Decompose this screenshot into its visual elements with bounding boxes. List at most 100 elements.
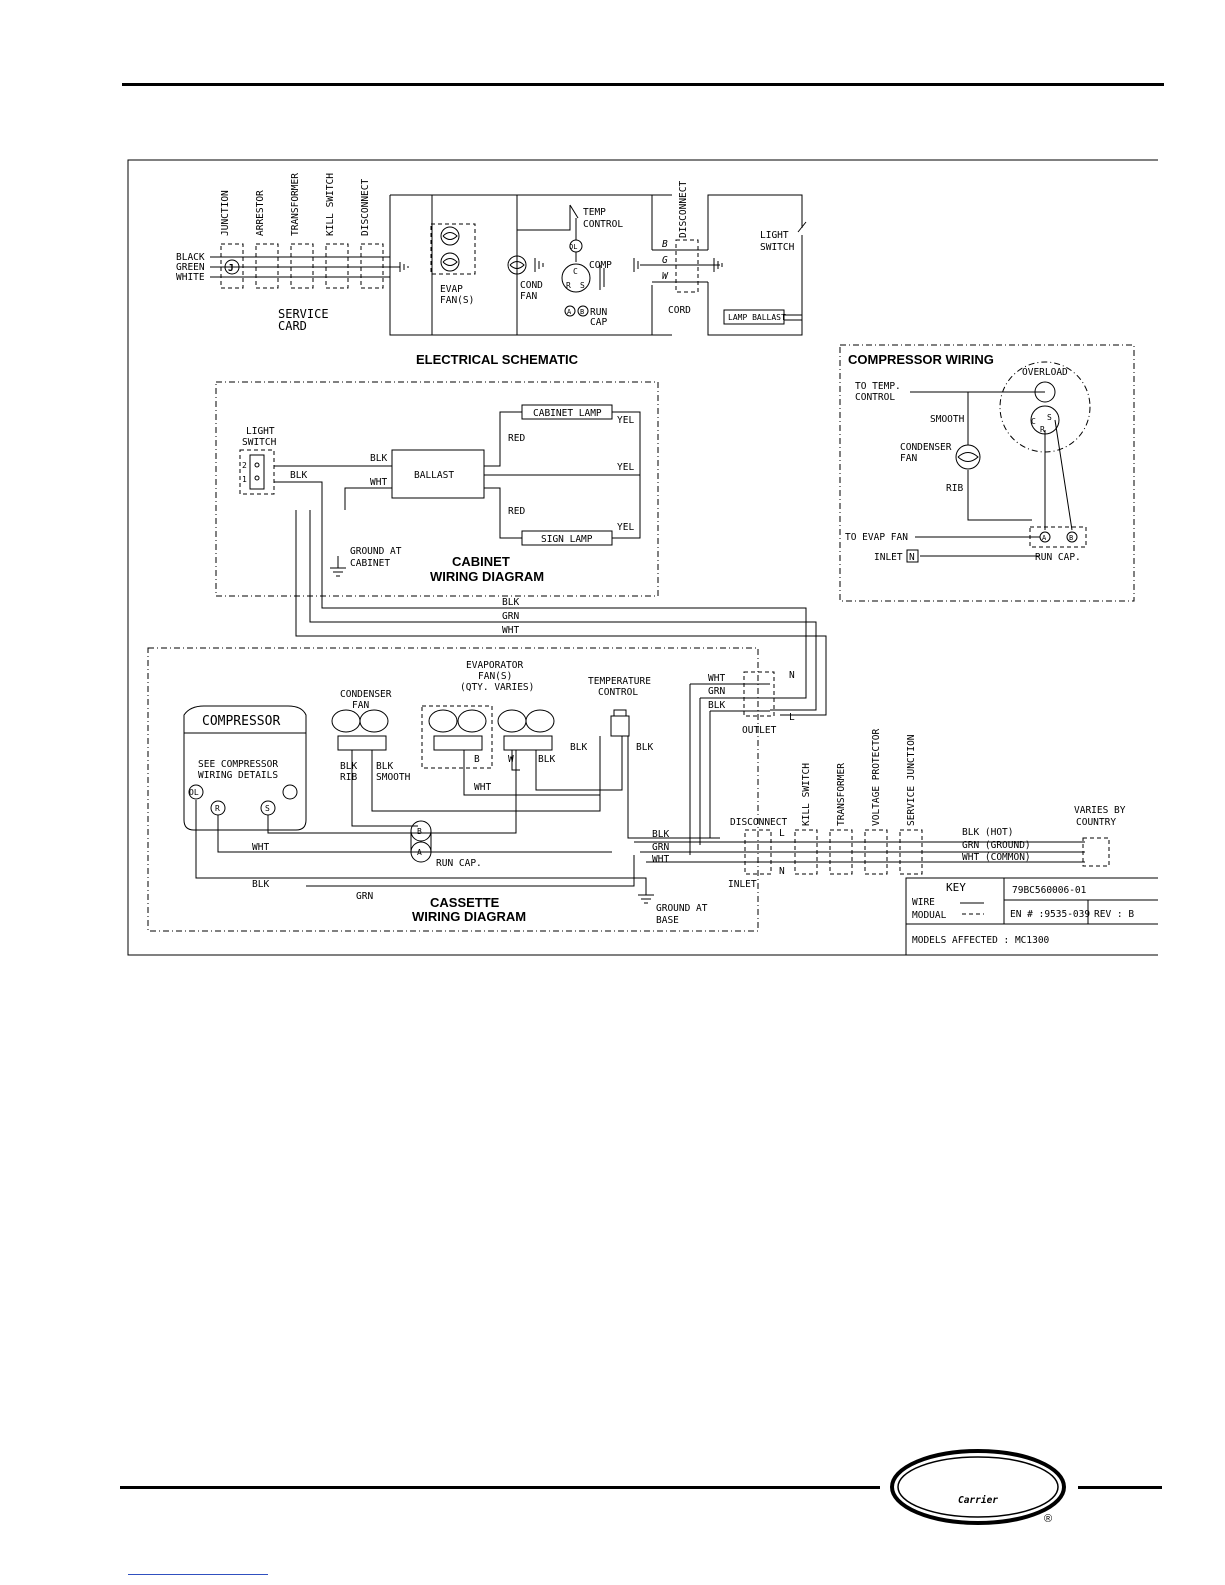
svg-text:COUNTRY: COUNTRY: [1076, 817, 1116, 828]
run-cap-1: RUN: [590, 307, 607, 318]
wire-green: GREEN: [176, 262, 205, 273]
svg-text:B: B: [474, 754, 480, 765]
cord-label: CORD: [668, 305, 691, 316]
svg-text:S: S: [1047, 413, 1052, 422]
svg-text:CONDENSER: CONDENSER: [900, 442, 952, 453]
svg-text:EVAP: EVAP: [440, 284, 463, 295]
svg-text:SIGN LAMP: SIGN LAMP: [541, 534, 593, 545]
svg-text:OL: OL: [189, 788, 199, 797]
label-kill-switch: KILL SWITCH: [325, 173, 336, 236]
svg-text:N: N: [909, 552, 915, 563]
logo-text: Carrier: [958, 1495, 998, 1506]
svg-text:OL: OL: [569, 243, 577, 251]
registered-mark: ®: [1044, 1513, 1052, 1525]
svg-text:S: S: [580, 281, 585, 290]
svg-text:BASE: BASE: [656, 915, 679, 926]
svg-text:FAN(S): FAN(S): [440, 295, 474, 306]
svg-text:GRN: GRN: [652, 842, 669, 853]
svg-text:WHT: WHT: [652, 854, 669, 865]
svg-text:GROUND AT: GROUND AT: [656, 903, 708, 914]
compressor-wiring-title: COMPRESSOR WIRING: [848, 352, 994, 367]
svg-text:A: A: [417, 848, 422, 857]
schematic-title: ELECTRICAL SCHEMATIC: [416, 352, 579, 367]
svg-text:BLK: BLK: [708, 700, 725, 711]
sign-lamp: [521, 530, 613, 546]
svg-text:KILL SWITCH: KILL SWITCH: [801, 763, 812, 826]
svg-text:SERVICE JUNCTION: SERVICE JUNCTION: [906, 734, 917, 826]
footer-link[interactable]: [128, 1574, 268, 1575]
svg-text:DISCONNECT: DISCONNECT: [730, 817, 787, 828]
service-card-2: CARD: [278, 319, 307, 333]
svg-text:YEL: YEL: [617, 462, 634, 473]
svg-text:BLK: BLK: [252, 879, 269, 890]
service-card-1: SERVICE: [278, 307, 329, 321]
run-cap-2: CAP: [590, 317, 607, 328]
svg-text:L: L: [789, 712, 795, 723]
svg-text:RUN CAP.: RUN CAP.: [1035, 552, 1081, 563]
label-disconnect: DISCONNECT: [360, 179, 371, 236]
svg-text:N: N: [789, 670, 795, 681]
carrier-logo: Carrier ®: [890, 1449, 1066, 1525]
svg-text:(QTY. VARIES): (QTY. VARIES): [460, 682, 534, 693]
svg-text:LIGHT: LIGHT: [760, 230, 789, 241]
svg-text:LAMP BALLAST: LAMP BALLAST: [728, 313, 786, 322]
svg-text:BLK: BLK: [570, 742, 587, 753]
svg-text:KEY: KEY: [946, 881, 966, 894]
wire-black: BLACK: [176, 252, 205, 263]
junction-letter: J: [228, 263, 234, 274]
evap-fan-box: [430, 223, 476, 275]
svg-text:RED: RED: [508, 506, 525, 517]
svg-text:CONDENSER: CONDENSER: [340, 689, 392, 700]
label-transformer: TRANSFORMER: [290, 173, 301, 236]
svg-text:B: B: [662, 239, 668, 250]
svg-text:B: B: [1069, 534, 1073, 542]
svg-text:BLK: BLK: [502, 597, 519, 608]
svg-text:GRN: GRN: [356, 891, 373, 902]
svg-text:A: A: [567, 308, 572, 316]
svg-text:CABINET: CABINET: [452, 554, 510, 569]
lamp-ballast-box: [723, 309, 785, 325]
bottom-rule-left: [120, 1486, 880, 1489]
svg-text:C: C: [573, 267, 578, 276]
label-arrestor: ARRESTOR: [255, 190, 266, 236]
svg-text:WIRING DIAGRAM: WIRING DIAGRAM: [430, 569, 544, 584]
compressor-wiring: COMPRESSOR WIRING OVERLOAD C S R TO TEMP…: [839, 344, 1135, 602]
svg-text:WHT: WHT: [474, 782, 491, 793]
svg-text:VARIES BY: VARIES BY: [1074, 805, 1126, 816]
svg-text:YEL: YEL: [617, 522, 634, 533]
svg-text:BLK: BLK: [538, 754, 555, 765]
svg-text:MODUAL: MODUAL: [912, 910, 947, 921]
svg-text:BALLAST: BALLAST: [414, 470, 454, 481]
svg-text:BLK: BLK: [376, 761, 393, 772]
svg-text:LIGHT: LIGHT: [246, 426, 275, 437]
svg-text:2: 2: [242, 461, 247, 470]
svg-text:TO TEMP.: TO TEMP.: [855, 381, 901, 392]
svg-text:CONTROL: CONTROL: [598, 687, 638, 698]
electrical-schematic: JUNCTION ARRESTOR TRANSFORMER KILL SWITC…: [176, 173, 807, 367]
svg-text:RIB: RIB: [946, 483, 963, 494]
svg-text:BLK: BLK: [370, 453, 387, 464]
title-block: KEY WIRE MODUAL 79BC560006-01 EN # :9535…: [905, 877, 1158, 955]
svg-text:WIRING DETAILS: WIRING DETAILS: [198, 770, 278, 781]
svg-text:COND: COND: [520, 280, 543, 291]
svg-text:R: R: [566, 281, 571, 290]
svg-text:SMOOTH: SMOOTH: [930, 414, 965, 425]
disconnect-label: DISCONNECT: [678, 181, 689, 238]
svg-text:A: A: [1042, 534, 1047, 542]
svg-text:MODELS AFFECTED : MC1300: MODELS AFFECTED : MC1300: [912, 935, 1050, 946]
svg-text:CABINET LAMP: CABINET LAMP: [533, 408, 602, 419]
svg-text:TEMPERATURE: TEMPERATURE: [588, 676, 651, 687]
svg-text:BLK: BLK: [340, 761, 357, 772]
svg-text:B: B: [580, 308, 584, 316]
svg-text:RUN CAP.: RUN CAP.: [436, 858, 482, 869]
svg-text:OVERLOAD: OVERLOAD: [1022, 367, 1068, 378]
svg-text:W: W: [662, 271, 669, 282]
temp-control-2: CONTROL: [583, 219, 623, 230]
svg-text:VOLTAGE PROTECTOR: VOLTAGE PROTECTOR: [871, 728, 882, 826]
svg-text:GRN (GROUND): GRN (GROUND): [962, 840, 1031, 851]
comp-symbol: [561, 263, 591, 293]
diagram-frame: [127, 159, 1158, 956]
svg-text:CASSETTE: CASSETTE: [430, 895, 500, 910]
svg-text:FAN(S): FAN(S): [478, 671, 512, 682]
